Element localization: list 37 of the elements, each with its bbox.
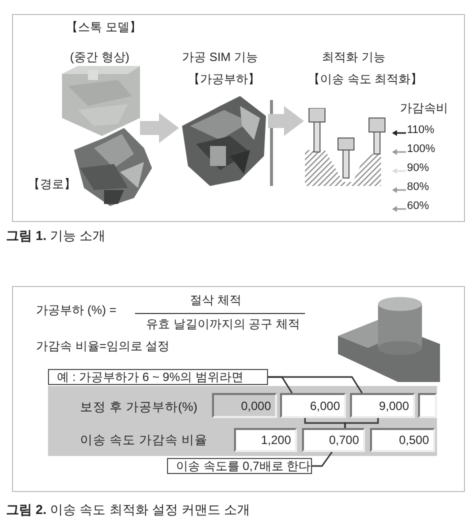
label: 가감속 비율=임의로 설정 <box>36 339 170 354</box>
value-field: 9,000 <box>350 393 415 418</box>
row-label: 이송 속도 가감속 비율 <box>80 432 208 449</box>
picture <box>180 96 268 186</box>
block-arrow <box>140 113 179 143</box>
value-field: 6,000 <box>280 393 346 418</box>
picture-caption: 【이송 속도 최적화】 <box>308 72 423 87</box>
label: 100% <box>407 143 436 157</box>
callout-box: 이송 속도를 0,7배로 한다 <box>167 458 312 474</box>
picture-caption: 최적화 기능 <box>322 50 386 65</box>
label: 절삭 체적 <box>190 293 242 308</box>
value-field: 1,200 <box>234 428 297 452</box>
value-field: 0,500 <box>370 428 435 452</box>
label: 110% <box>407 124 434 138</box>
leader-line <box>312 452 333 467</box>
row-label: 보정 후 가공부하(%) <box>80 399 198 416</box>
label: 가감속비 <box>400 101 448 116</box>
value-field: 0,700 <box>302 428 365 452</box>
leader-line <box>268 376 363 394</box>
label: 유효 날길이까지의 공구 체적 <box>146 317 300 332</box>
picture-caption: 【가공부하】 <box>188 72 260 87</box>
label: 80% <box>407 181 430 195</box>
picture-caption: 【스톡 모델】 <box>66 20 142 35</box>
figure-caption: 그림 1. 기능 소개 <box>6 228 106 244</box>
figure-caption: 그림 2. 이송 속도 최적화 설정 커맨드 소개 <box>6 502 250 518</box>
leader-line <box>344 418 379 428</box>
table-panel <box>48 386 437 456</box>
label: 60% <box>407 200 430 214</box>
label: 90% <box>407 162 430 176</box>
value-field: 0,000 <box>212 393 277 418</box>
picture-caption: 가공 SIM 기능 <box>182 50 258 65</box>
callout-box: 예 : 가공부하가 6 ~ 9%의 범위라면 <box>48 369 268 385</box>
empty-field <box>418 393 437 418</box>
block-arrow <box>268 106 304 136</box>
picture-caption: (중간 형상) <box>70 50 130 65</box>
picture <box>74 128 152 206</box>
label: 가공부하 (%) = <box>36 303 116 318</box>
